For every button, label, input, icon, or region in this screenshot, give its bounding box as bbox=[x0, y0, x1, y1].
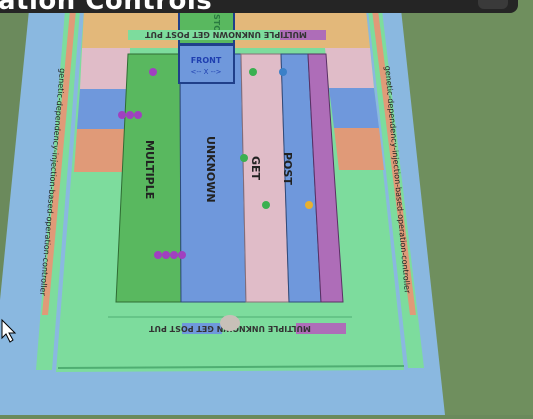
lane-unknown-label: UNKNOWN bbox=[204, 136, 217, 203]
token-blue[interactable] bbox=[279, 68, 287, 76]
token-green[interactable] bbox=[249, 68, 257, 76]
band-salmon-left bbox=[74, 129, 126, 172]
token-yellow[interactable] bbox=[305, 201, 313, 209]
token-purple[interactable] bbox=[149, 68, 157, 76]
token-purple[interactable] bbox=[170, 251, 178, 259]
top-strip-put bbox=[280, 30, 326, 40]
token-purple[interactable] bbox=[162, 251, 170, 259]
token-purple[interactable] bbox=[126, 111, 134, 119]
front-sign-label: FRONT bbox=[191, 56, 222, 65]
token-green[interactable] bbox=[262, 201, 270, 209]
band-sand-left bbox=[82, 10, 180, 48]
window-title: ation Controls bbox=[0, 0, 212, 13]
band-sand-right bbox=[234, 10, 370, 48]
band-pink-left bbox=[80, 48, 130, 89]
bottom-strip-put bbox=[296, 323, 346, 334]
band-salmon-right bbox=[334, 128, 384, 170]
band-blue-right bbox=[329, 88, 379, 128]
right-rail-stripe bbox=[372, 10, 416, 315]
token-purple[interactable] bbox=[134, 111, 142, 119]
top-strip bbox=[128, 30, 326, 40]
token-purple[interactable] bbox=[154, 251, 162, 259]
left-rail-stripe bbox=[42, 10, 76, 315]
lane-post-label: POST bbox=[281, 152, 294, 185]
menu-button[interactable] bbox=[478, 0, 508, 9]
stop-sign-label: STOP bbox=[212, 14, 221, 38]
token-purple[interactable] bbox=[178, 251, 186, 259]
lane-put bbox=[307, 53, 344, 303]
band-pink-right bbox=[325, 48, 374, 88]
floor-edge bbox=[57, 365, 405, 369]
window-title-bar: ation Controls bbox=[0, 0, 518, 13]
front-sign bbox=[178, 44, 235, 84]
token-purple[interactable] bbox=[118, 111, 126, 119]
front-sign-arrows: <-- X --> bbox=[190, 68, 221, 76]
bottom-strip-unknown bbox=[182, 323, 222, 334]
token-green[interactable] bbox=[240, 154, 248, 162]
player-avatar[interactable] bbox=[220, 315, 240, 331]
lane-get-label: GET bbox=[249, 156, 262, 181]
mouse-pointer-icon bbox=[1, 318, 17, 343]
lane-multiple-label: MULTIPLE bbox=[143, 140, 156, 199]
top-strip-text: MULTIPLE UNKNOWN GET POST PUT bbox=[145, 30, 307, 39]
band-blue-left bbox=[77, 89, 128, 129]
